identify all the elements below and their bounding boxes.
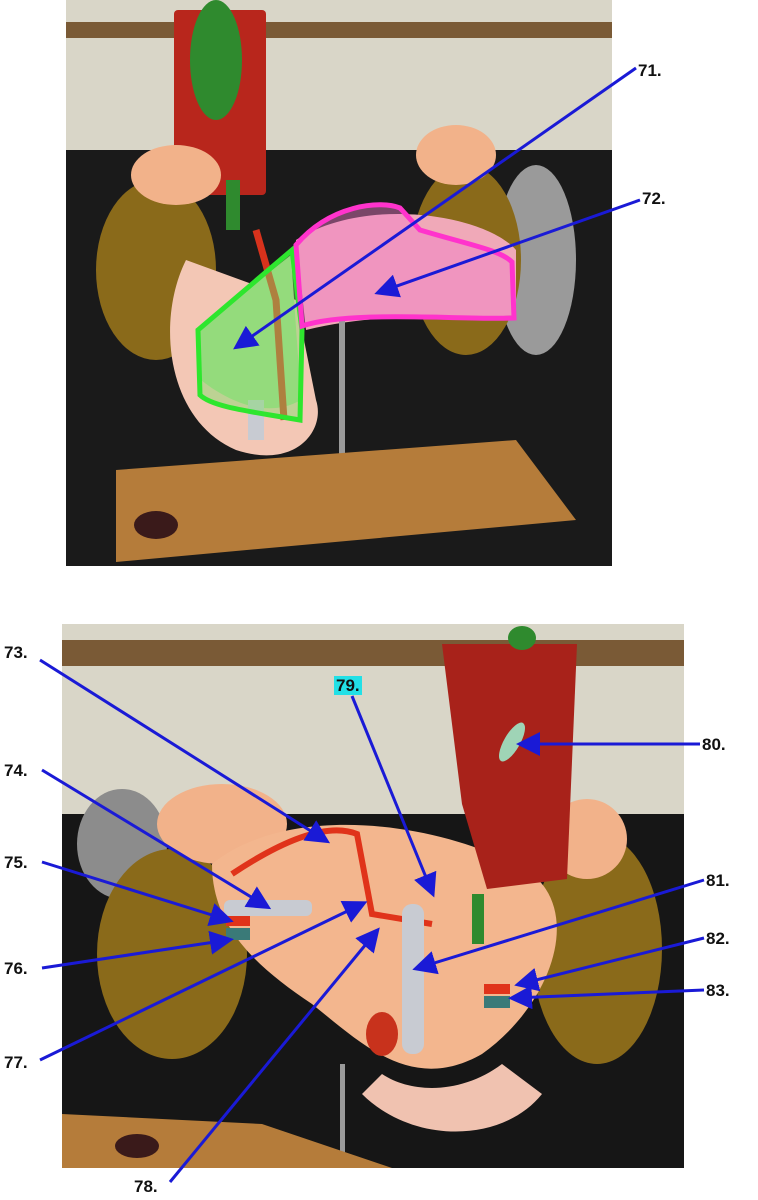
leader-83 [508, 985, 705, 1010]
leader-82 [514, 936, 705, 992]
leader-77 [39, 901, 368, 1062]
label-77: 77. [4, 1053, 28, 1072]
outline-pancreas-head [195, 245, 305, 423]
label-83: 83. [706, 981, 730, 1000]
bottom-photo-panel [62, 624, 684, 1168]
label-82: 82. [706, 929, 730, 948]
pancreas-model-photo-bottom [62, 624, 684, 1168]
leader-76 [41, 930, 234, 970]
label-79-highlighted: 79. [334, 676, 362, 695]
label-76: 76. [4, 959, 28, 978]
leader-72 [374, 198, 641, 298]
leader-71 [233, 66, 637, 350]
leader-75 [41, 860, 234, 927]
label-80: 80. [702, 735, 726, 754]
label-73: 73. [4, 643, 28, 662]
label-71: 71. [638, 61, 662, 80]
outline-pancreas-body-tail [293, 202, 517, 330]
label-78: 78. [134, 1177, 158, 1196]
leader-81 [412, 878, 705, 975]
leader-79 [350, 695, 437, 898]
label-72: 72. [642, 189, 666, 208]
label-81: 81. [706, 871, 730, 890]
leader-74 [41, 768, 272, 910]
leader-78 [168, 927, 380, 1183]
label-74: 74. [4, 761, 28, 780]
label-75: 75. [4, 853, 28, 872]
leader-73 [39, 658, 331, 844]
